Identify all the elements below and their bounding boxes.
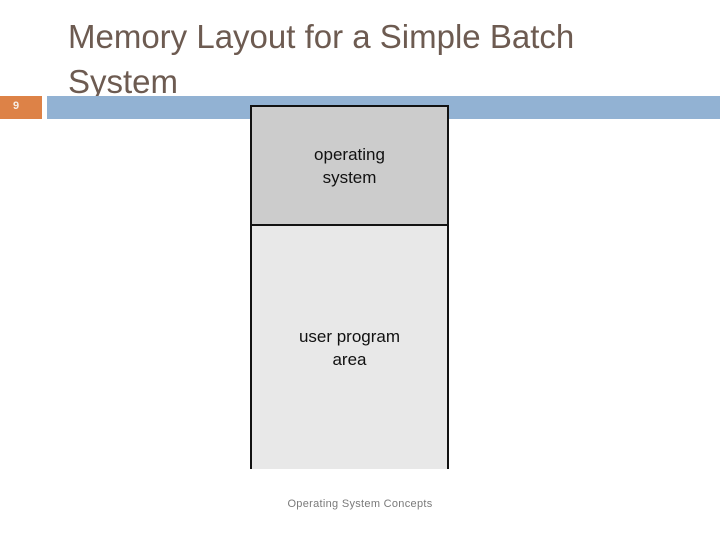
slide-number-badge: 9 [0, 96, 42, 119]
page-title: Memory Layout for a Simple Batch System [68, 18, 584, 100]
memory-region-operating-system-label: operating system [314, 144, 385, 187]
memory-layout-diagram: operating system user program area [250, 105, 449, 469]
memory-region-operating-system: operating system [252, 107, 447, 226]
memory-region-user-program-area-label: user program area [298, 326, 401, 369]
memory-region-user-program-area: user program area [252, 226, 447, 469]
slide-number-text: 9 [13, 100, 20, 112]
footer-label: Operating System Concepts [287, 498, 433, 510]
